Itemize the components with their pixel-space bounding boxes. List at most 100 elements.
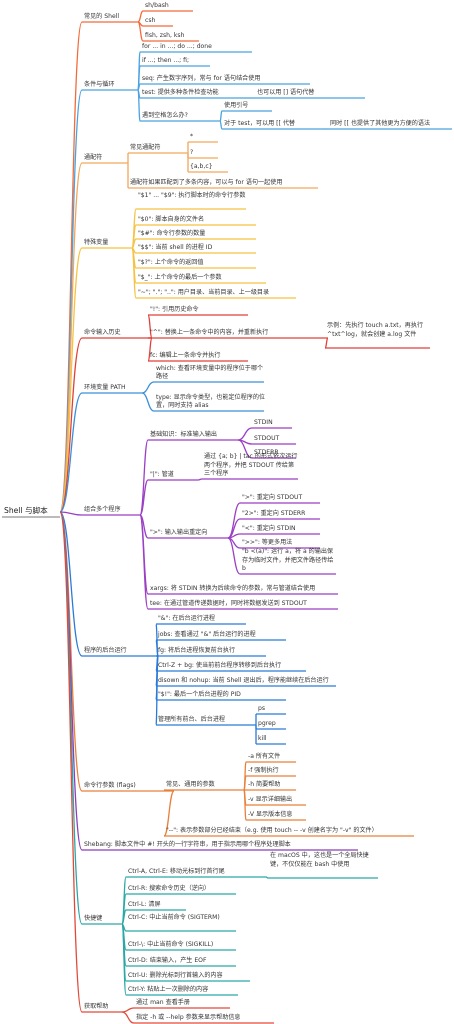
node-6-4[interactable]: tee: 在通过管道传递数据时，同时将数据发送到 STDOUT — [150, 599, 307, 607]
node-1-3-0[interactable]: 也可以用 [] 语句代替 — [257, 88, 315, 96]
node-8-0[interactable]: 常见、通用的参数 — [166, 780, 215, 788]
node-8-0-1[interactable]: -f 强制执行 — [248, 766, 279, 774]
node-7-4[interactable]: disown 和 nohup: 当前 Shell 退出后，程序能继续在后台运行 — [158, 676, 329, 684]
node-2-1[interactable]: 通配符如果匹配到了多条内容，可以与 for 语句一起使用 — [130, 178, 283, 186]
node-10-0-0[interactable]: 在 macOS 中，这也是一个全局快捷键，不仅仅能在 bash 中使用 — [270, 852, 369, 868]
node-3-2[interactable]: "$#": 命令行参数的数量 — [138, 229, 206, 237]
node-11-0[interactable]: 通过 man 查看手册 — [136, 998, 190, 1006]
node-6-2-4[interactable]: "b <(a)": 运行 a，将 a 的输出保存为临时文件，并把文件路径传给 b — [242, 548, 334, 572]
node-11[interactable]: 获取帮助 — [84, 1002, 109, 1010]
node-0-0[interactable]: sh/bash — [145, 1, 169, 9]
node-5[interactable]: 环境变量 PATH — [84, 383, 126, 391]
node-8[interactable]: 命令行参数 (flags) — [84, 781, 136, 789]
node-6-2-1[interactable]: "2>": 重定向 STDERR — [242, 509, 306, 517]
node-1-4-1[interactable]: 对于 test，可以用 [[ 代替 — [224, 119, 296, 127]
node-10-3[interactable]: Ctrl-C: 中止当前命令 (SIGTERM) — [128, 913, 220, 921]
node-7-2[interactable]: fg: 将后台进程恢复前台执行 — [158, 646, 236, 654]
node-7-1[interactable]: jobs: 查看通过 "&" 后台运行的进程 — [158, 630, 256, 638]
node-1-4[interactable]: 遇到空格怎么办? — [142, 111, 188, 119]
link-4-2 — [147, 337, 153, 362]
node-3-4[interactable]: "$?": 上个命令的返回值 — [138, 258, 204, 266]
node-6-3[interactable]: xargs: 将 STDIN 转换为后续命令的参数，常与管道结合使用 — [150, 584, 316, 592]
node-4-1[interactable]: "^": 替换上一条命令中的内容，并重新执行 — [150, 328, 269, 336]
node-6-2-3[interactable]: ">>": 等更多用法 — [242, 538, 293, 546]
node-0[interactable]: 常见的 Shell — [84, 12, 120, 20]
node-7-6[interactable]: 管理所有前台、后台进程 — [158, 715, 226, 723]
node-10-2[interactable]: Ctrl-L: 清屏 — [128, 900, 161, 908]
link-3-6 — [131, 247, 137, 299]
node-7-6-2[interactable]: kill — [258, 734, 267, 742]
node-4[interactable]: 命令输入历史 — [84, 328, 121, 336]
node-4-0[interactable]: "!": 引用历史命令 — [150, 305, 199, 313]
node-1-1[interactable]: if ...; then ...; fi; — [142, 56, 190, 64]
node-7-6-1[interactable]: pgrep — [258, 719, 276, 727]
node-2-0-1[interactable]: ? — [190, 148, 194, 156]
node-1-2[interactable]: seq: 产生数字序列，常与 for 语句结合使用 — [142, 74, 261, 82]
node-1-0[interactable]: for ... in ...; do ...; done — [142, 42, 212, 50]
node-10-4[interactable]: Ctrl-\: 中止当前命令 (SIGKILL) — [128, 940, 214, 948]
node-3-6[interactable]: "~"; "."; "..": 用户目录、当前目录、上一级目录 — [138, 288, 270, 296]
link-6-1 — [139, 479, 149, 516]
link-1-4-1 — [219, 120, 223, 130]
node-3-3[interactable]: "$$": 当前 shell 的进程 ID — [138, 243, 213, 251]
link-6-2-4 — [227, 537, 241, 575]
node-10-6[interactable]: Ctrl-U: 删除光标到行首输入的内容 — [128, 971, 223, 979]
link-root-6 — [59, 511, 83, 516]
node-1[interactable]: 条件与循环 — [84, 80, 115, 88]
root-node[interactable]: Shell 与脚本 — [4, 506, 48, 515]
node-0-1[interactable]: csh — [145, 16, 156, 24]
node-10-0[interactable]: Ctrl-A, Ctrl-E: 移动光标到行首行尾 — [128, 867, 225, 875]
link-root-0 — [59, 21, 83, 513]
node-6-2[interactable]: ">": 输入输出重定向 — [150, 528, 208, 536]
node-2-0[interactable]: 常见通配符 — [130, 143, 161, 151]
node-8-0-2[interactable]: -h 简要帮助 — [248, 780, 281, 788]
node-6[interactable]: 组合多个程序 — [84, 505, 121, 513]
node-11-1[interactable]: 指定 -h 或 --help 参数来显示帮助信息 — [136, 1013, 241, 1021]
node-2[interactable]: 通配符 — [84, 153, 103, 161]
node-8-0-4[interactable]: -V 显示版本信息 — [248, 810, 293, 818]
node-0-2[interactable]: fish, zsh, ksh — [145, 31, 185, 39]
link-5-1 — [141, 392, 155, 412]
link-8-1 — [163, 790, 175, 837]
node-3-0[interactable]: "$1" ... "$9": 执行脚本时的命令行参数 — [138, 191, 246, 199]
node-3[interactable]: 特殊变量 — [84, 238, 109, 246]
node-10-1[interactable]: Ctrl-R: 搜索命令历史（逆向） — [128, 884, 211, 892]
node-7-3[interactable]: Ctrl-Z + bg: 使当前前台程序转移到后台执行 — [158, 661, 282, 669]
node-1-3[interactable]: test: 提供多种条件检查功能 — [142, 88, 219, 96]
node-8-0-0[interactable]: -a 所有文件 — [248, 752, 281, 760]
node-3-1[interactable]: "$0": 脚本自身的文件名 — [138, 215, 205, 223]
node-6-1[interactable]: "|": 管道 — [150, 470, 174, 478]
node-7[interactable]: 程序的后台运行 — [84, 646, 127, 654]
node-7-5[interactable]: "$!": 最后一个后台进程的 PID — [158, 690, 241, 698]
node-6-1-0[interactable]: 通过 {a; b} | tac 的形式依次运行两个程序，并把 STDOUT 传给… — [204, 453, 298, 477]
node-1-4-0[interactable]: 使用引号 — [224, 101, 249, 109]
node-7-0[interactable]: "&": 在后台运行进程 — [158, 614, 216, 622]
link-5-0 — [141, 381, 155, 394]
node-5-1[interactable]: type: 显示命令类型，也能定位程序的位置，同时支持 alias — [156, 393, 266, 409]
node-6-2-2[interactable]: "<": 重定向 STDIN — [242, 524, 296, 532]
node-6-0[interactable]: 基础知识：标准输入输出 — [150, 430, 218, 438]
node-6-0-0[interactable]: STDIN — [254, 418, 273, 426]
node-2-0-2[interactable]: {a,b,c} — [190, 162, 213, 170]
link-1-4 — [137, 89, 141, 122]
node-3-5[interactable]: "$_": 上个命令的最后一个参数 — [138, 273, 222, 281]
node-10[interactable]: 快捷键 — [84, 914, 103, 922]
link-root-3 — [59, 247, 83, 513]
node-8-0-3[interactable]: -v 显示详细输出 — [248, 795, 293, 803]
link-root-9 — [59, 511, 83, 851]
node-6-2-0[interactable]: ">": 重定向 STDOUT — [242, 493, 303, 501]
node-5-0[interactable]: which: 查看环境变量中的程序位于哪个路径 — [156, 364, 264, 380]
node-6-0-2[interactable]: STDERR — [254, 448, 279, 456]
node-4-2[interactable]: fc: 编辑上一条命令并执行 — [150, 351, 221, 359]
node-6-0-1[interactable]: STDOUT — [254, 434, 280, 442]
node-1-4-1-0[interactable]: 同时 [[ 也提供了其他更为方便的语法 — [330, 119, 431, 127]
node-9[interactable]: Shebang: 脚本文件中 #! 开头的一行字符串，用于指示用哪个程序处理脚本 — [84, 840, 291, 848]
node-8-1[interactable]: "--": 表示参数部分已经结束（e.g. 使用 touch -- -v 创建名… — [166, 826, 378, 834]
node-7-6-0[interactable]: ps — [258, 704, 266, 712]
node-2-0-0[interactable]: * — [190, 132, 194, 140]
node-10-5[interactable]: Ctrl-D: 结束输入，产生 EOF — [128, 956, 207, 964]
node-10-7[interactable]: Ctrl-Y: 粘贴上一次删除的内容 — [128, 985, 209, 993]
node-4-1-0[interactable]: 示例：先执行 touch a.txt，再执行 ^txt^log，就会创建 a.l… — [327, 322, 424, 338]
